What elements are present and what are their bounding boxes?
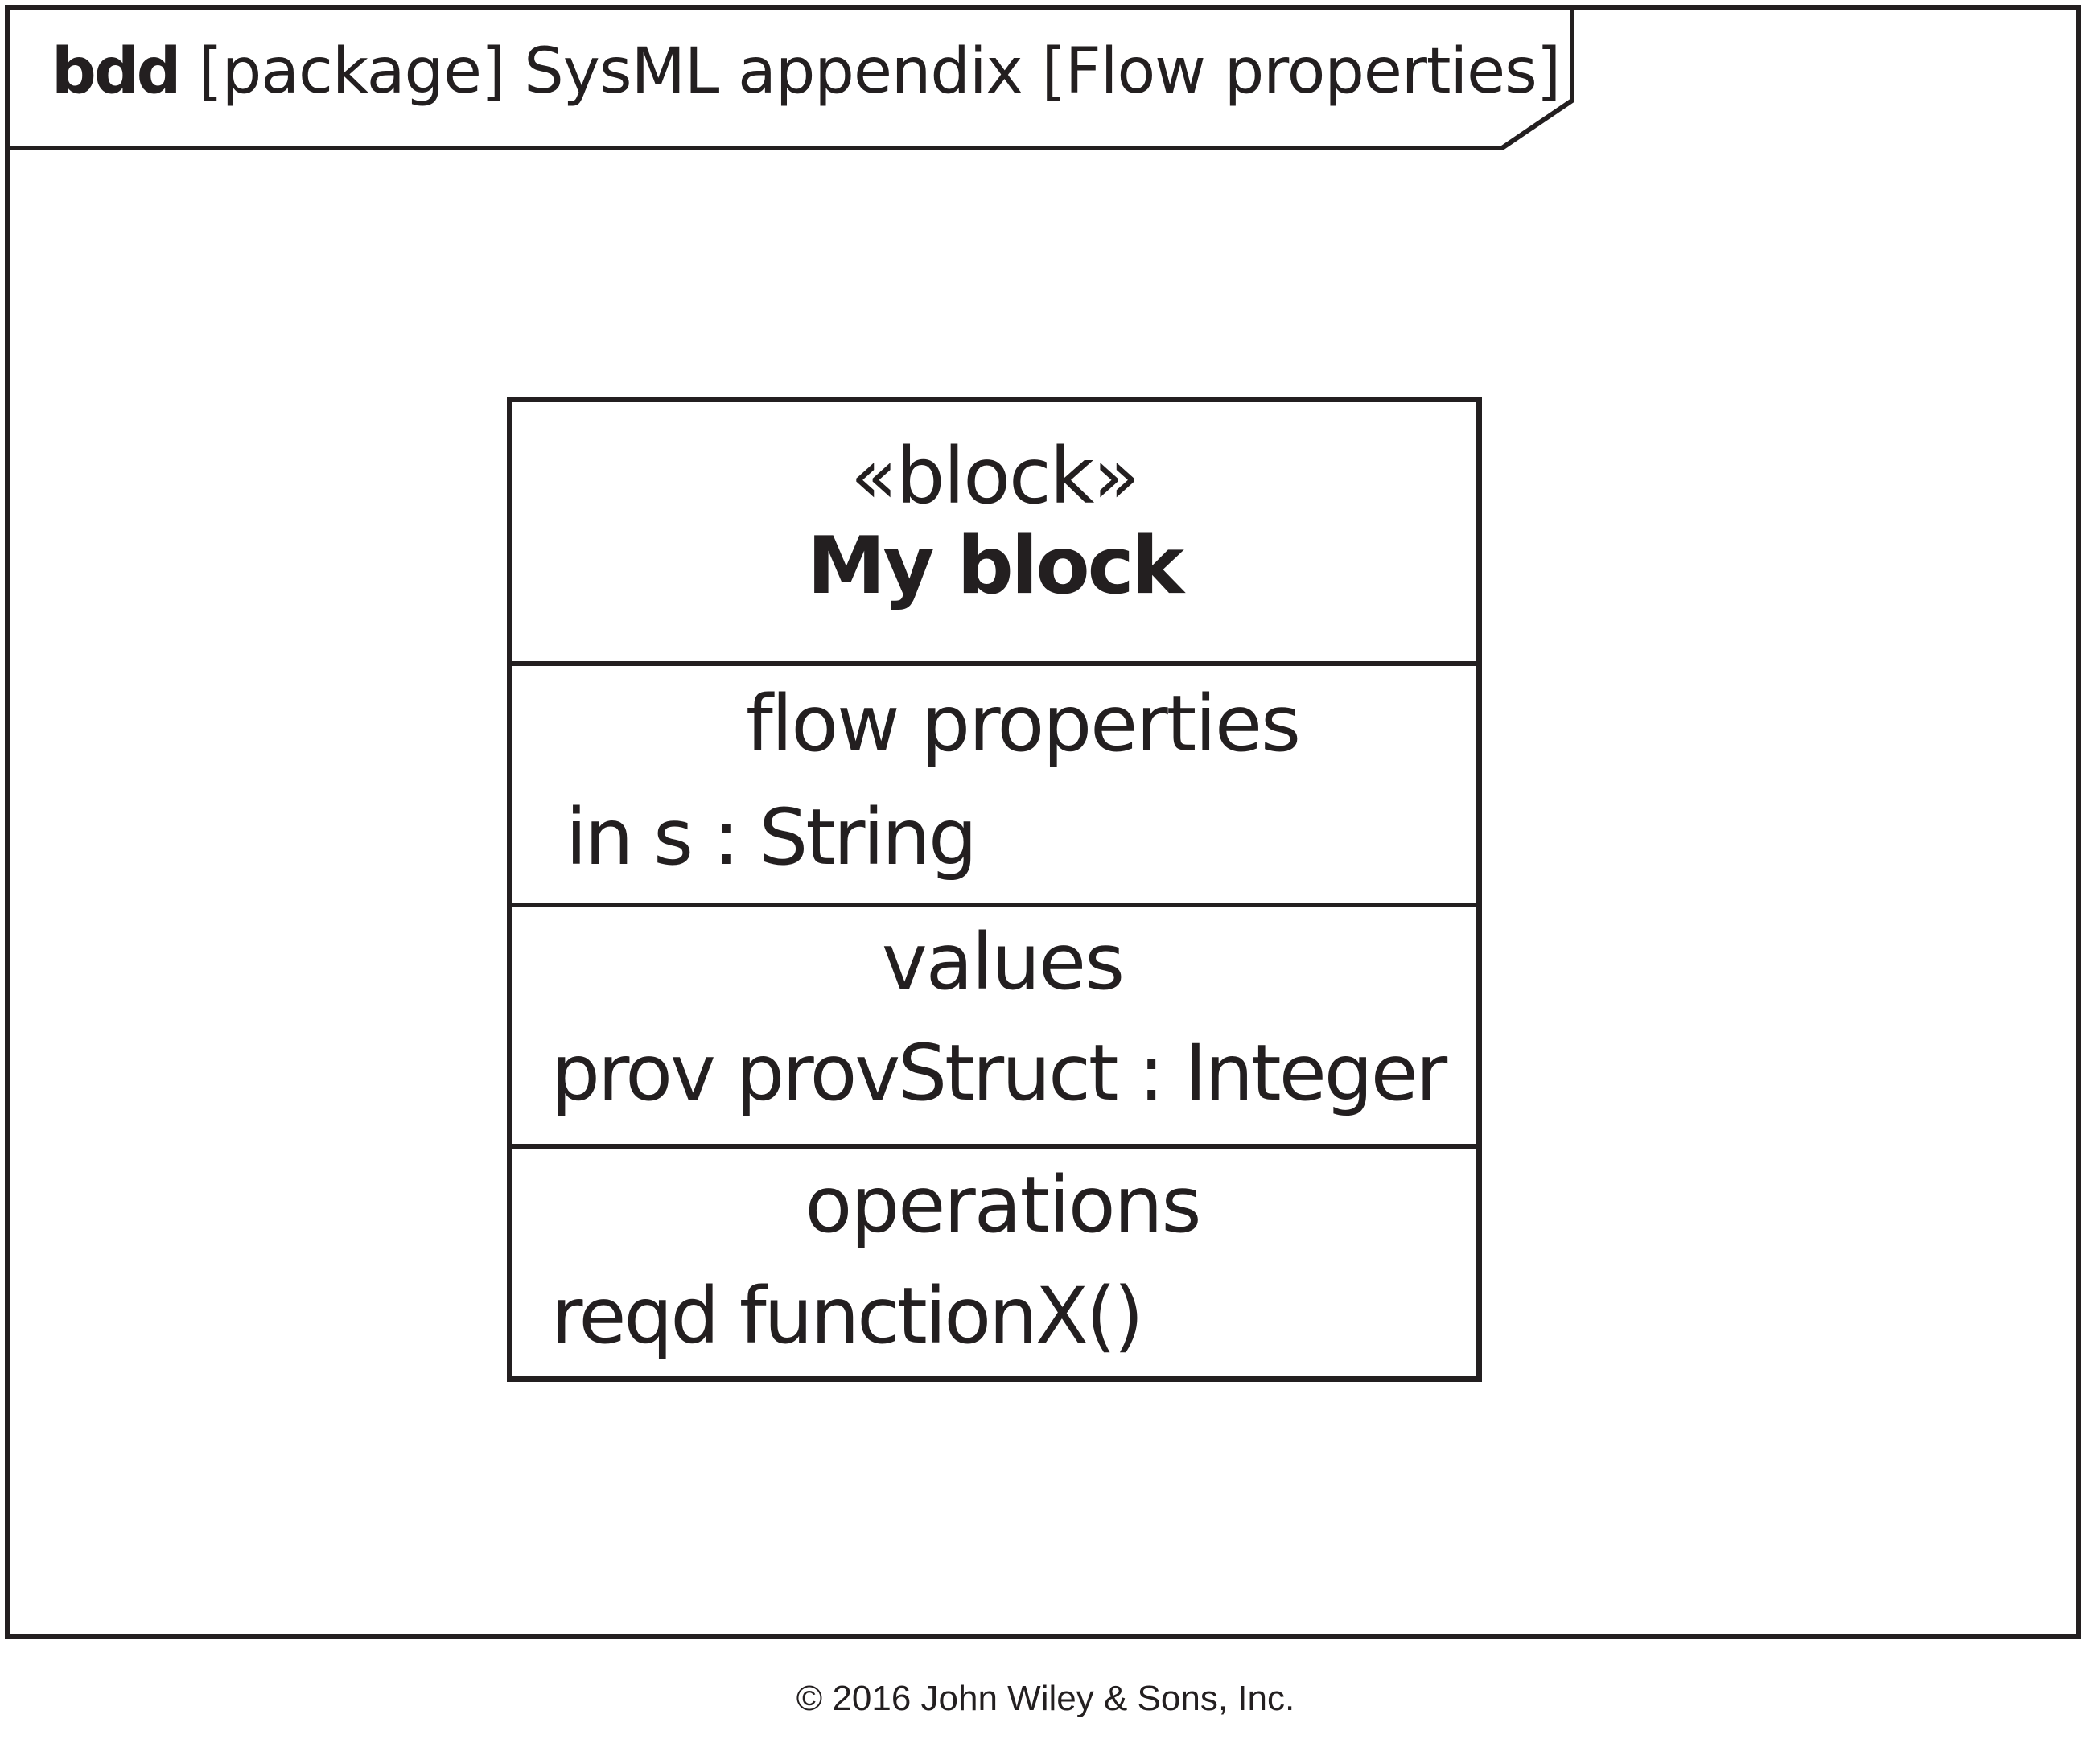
- operations-title: operations: [805, 1160, 1202, 1250]
- diagram-frame: bdd [package] SysML appendix [Flow prope…: [5, 5, 2081, 1639]
- frame-tab-outline: [10, 10, 1574, 150]
- block-name: My block: [807, 520, 1184, 612]
- flow-properties-compartment: flow properties in s : String: [512, 661, 1476, 903]
- block-name-compartment: «block» My block: [512, 402, 1476, 661]
- frame-header: bdd [package] SysML appendix [Flow prope…: [51, 40, 1561, 103]
- block-my-block[interactable]: «block» My block flow properties in s : …: [507, 397, 1482, 1382]
- flow-properties-title: flow properties: [745, 679, 1301, 769]
- diagram-kind-label: bdd: [51, 35, 182, 108]
- values-compartment: values prov provStruct : Integer: [512, 903, 1476, 1144]
- operations-compartment: operations reqd functionX(): [512, 1144, 1476, 1382]
- values-title: values: [881, 917, 1125, 1007]
- diagram-header-label: [package] SysML appendix [Flow propertie…: [198, 35, 1561, 108]
- value-item: prov provStruct : Integer: [551, 1028, 1447, 1118]
- flow-property-item: in s : String: [566, 792, 978, 882]
- block-stereotype: «block»: [850, 431, 1140, 521]
- copyright-notice: © 2016 John Wiley & Sons, Inc.: [796, 1679, 1295, 1718]
- frame-name-tab: [10, 10, 1574, 150]
- operation-item: reqd functionX(): [551, 1271, 1144, 1361]
